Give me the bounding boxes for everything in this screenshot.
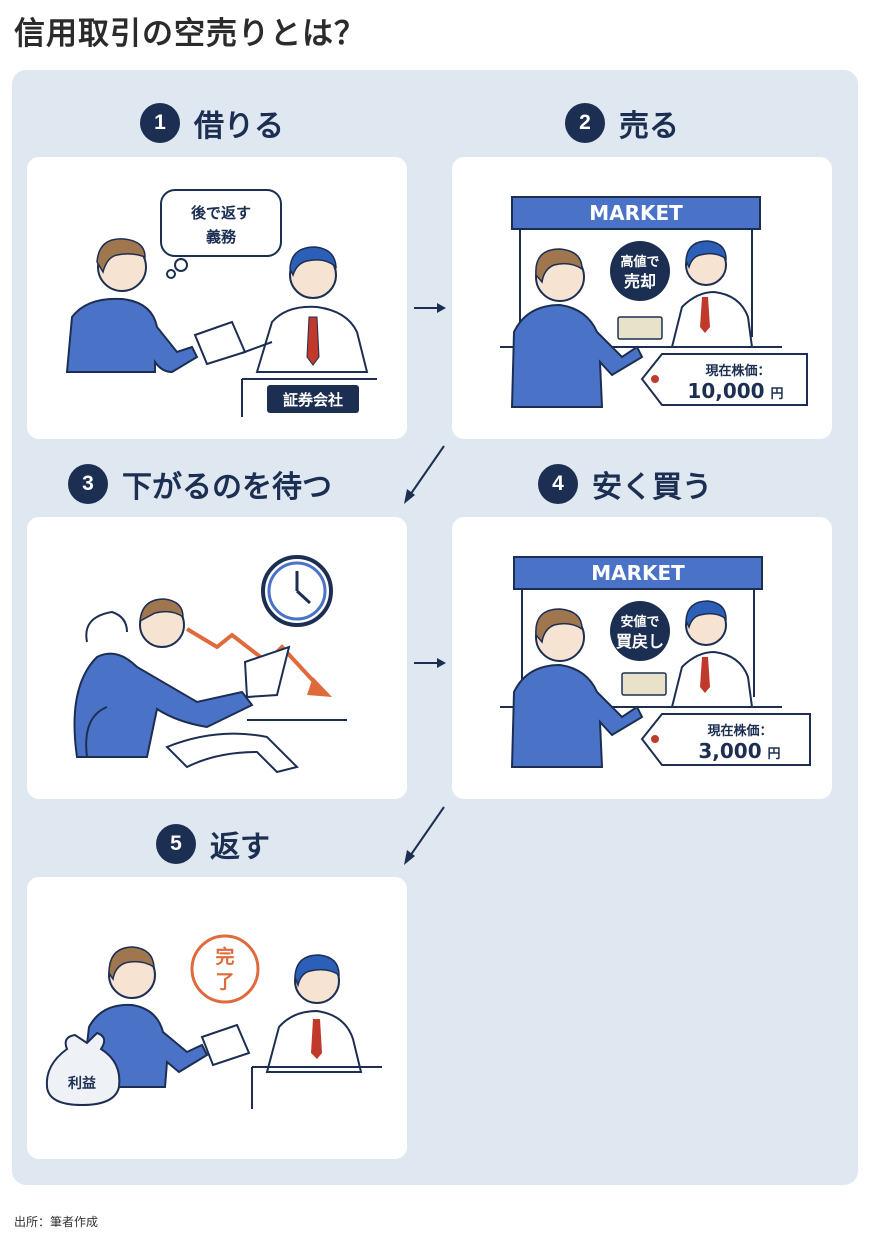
price-unit: 円 xyxy=(767,747,780,762)
document-icon xyxy=(200,1023,251,1067)
thought-bubble xyxy=(160,189,282,257)
step-3-label: 下がるのを待つ xyxy=(122,470,332,505)
step-4-number: 4 xyxy=(538,464,578,504)
desk-sign xyxy=(267,385,359,413)
stamp-line-2: 了 xyxy=(215,971,234,993)
price-tag-hole xyxy=(651,375,659,383)
down-arrow-icon xyxy=(307,677,332,697)
arrow-3-to-4 xyxy=(414,658,446,668)
borrow-illustration: 後で返す 義務 証券会社 xyxy=(65,189,377,417)
step-3-number: 3 xyxy=(68,464,108,504)
price-label: 現在株価： xyxy=(705,363,770,379)
customer-figure xyxy=(510,608,644,768)
market-sign-text: MARKET xyxy=(591,561,685,585)
market-sign xyxy=(513,556,763,590)
step-2-label: 売る xyxy=(619,109,679,144)
market-sign xyxy=(511,196,761,230)
page-title: 信用取引の空売りとは？ xyxy=(14,16,366,52)
arrow-1-to-2 xyxy=(414,303,446,313)
step-1-card: 後で返す 義務 証券会社 xyxy=(27,157,407,439)
stamp-line-1: 完 xyxy=(215,945,234,968)
buy-badge-line-2: 買戻し xyxy=(616,632,664,651)
cash-bundle xyxy=(617,316,663,340)
thought-dot xyxy=(174,258,188,272)
price-unit: 円 xyxy=(770,387,783,402)
money-bag-icon: 利益 xyxy=(45,1031,121,1107)
chair xyxy=(85,706,108,758)
broker-figure xyxy=(241,246,369,373)
step-1-label: 借りる xyxy=(194,109,284,144)
buy-illustration: MARKET 安値で 買戻し 現在株価： 3,000 円 xyxy=(500,556,811,768)
step-2-card: MARKET 高値で 売却 現在株価： 10,000 円 xyxy=(452,157,832,439)
wait-illustration xyxy=(73,555,347,774)
buy-badge xyxy=(610,601,670,661)
step-3-heading: 3 下がるのを待つ xyxy=(68,462,332,506)
price-tag-hole xyxy=(651,735,659,743)
cash-bundle xyxy=(621,672,667,696)
step-4-card: MARKET 安値で 買戻し 現在株価： 3,000 円 xyxy=(452,517,832,799)
sell-badge xyxy=(610,241,670,301)
desk xyxy=(241,378,377,417)
document-icon xyxy=(243,645,291,699)
step-1-number: 1 xyxy=(140,103,180,143)
step-4-heading: 4 安く買う xyxy=(538,462,712,506)
step-5-label: 返す xyxy=(210,830,270,865)
desk-sign-text: 証券会社 xyxy=(283,391,343,409)
relaxing-person xyxy=(73,598,299,774)
money-bag-label: 利益 xyxy=(68,1075,96,1092)
market-sign-text: MARKET xyxy=(589,201,683,225)
customer-figure xyxy=(65,238,199,374)
step-4-label: 安く買う xyxy=(592,470,712,505)
source-note: 出所：筆者作成 xyxy=(14,1215,99,1229)
thought-dot xyxy=(166,269,176,279)
document-icon xyxy=(193,320,247,366)
step-5-card: 完 了 利益 xyxy=(27,877,407,1159)
desk xyxy=(251,1066,382,1109)
clock-icon xyxy=(261,555,333,627)
price-tag xyxy=(640,353,808,406)
step-5-heading: 5 返す xyxy=(156,822,270,866)
arrow-2-to-3 xyxy=(404,445,445,504)
step-2-number: 2 xyxy=(565,103,605,143)
sell-illustration: MARKET 高値で 売却 現在株価： 10,000 円 xyxy=(500,196,808,408)
sell-badge-line-2: 売却 xyxy=(624,272,656,291)
sell-badge-line-1: 高値で xyxy=(620,254,659,270)
step-5-number: 5 xyxy=(156,824,196,864)
broker-figure xyxy=(670,240,754,348)
step-2-heading: 2 売る xyxy=(565,101,679,145)
price-tag xyxy=(640,713,811,766)
customer-figure xyxy=(510,248,644,408)
price-value: 10,000 xyxy=(687,379,764,403)
price-label: 現在株価： xyxy=(707,723,772,739)
return-illustration: 完 了 利益 xyxy=(45,934,382,1109)
bubble-line-1: 後で返す xyxy=(190,204,251,222)
price-value: 3,000 xyxy=(698,739,761,763)
step-3-card xyxy=(27,517,407,799)
completion-stamp xyxy=(190,934,260,1004)
broker-figure xyxy=(265,954,363,1073)
bubble-line-2: 義務 xyxy=(206,228,237,246)
step-1-heading: 1 借りる xyxy=(140,101,284,145)
arrow-4-to-5 xyxy=(404,806,445,865)
broker-figure xyxy=(670,600,754,708)
buy-badge-line-1: 安値で xyxy=(620,614,659,630)
